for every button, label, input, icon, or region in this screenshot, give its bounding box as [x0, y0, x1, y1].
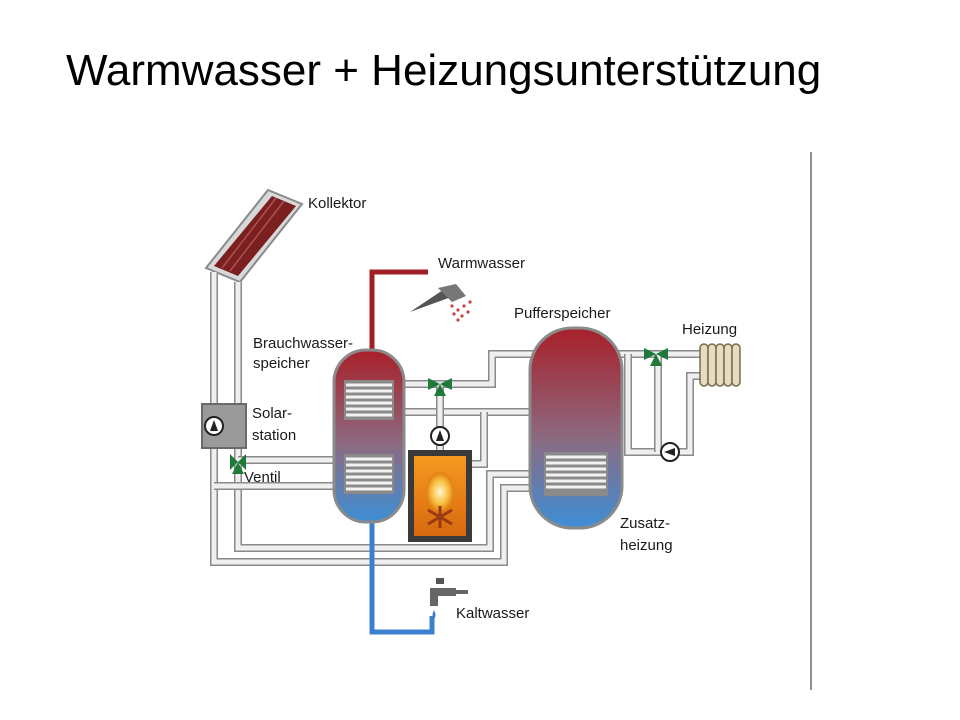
label-ventil: Ventil	[244, 469, 281, 486]
label-brauchwasser-1: Brauchwasser-	[253, 335, 353, 352]
label-solar-2: station	[252, 427, 296, 444]
buffer-tank	[528, 326, 624, 530]
label-heizung: Heizung	[682, 321, 737, 338]
faucet-icon	[430, 578, 468, 619]
pump-icon	[430, 426, 450, 446]
label-brauchwasser-2: speicher	[253, 355, 310, 372]
label-kollektor: Kollektor	[308, 195, 366, 212]
solar-station	[201, 403, 247, 449]
label-zusatz-1: Zusatz-	[620, 515, 670, 532]
valve-icon	[230, 454, 246, 474]
hot-water-pipe	[369, 269, 428, 352]
collector	[204, 188, 304, 284]
slide-title: Warmwasser + Heizungsunterstützung	[66, 46, 822, 95]
pump-icon	[660, 442, 680, 462]
label-zusatz-2: heizung	[620, 537, 673, 554]
lower-coil	[344, 454, 394, 494]
shower-icon	[410, 284, 472, 322]
label-kaltwasser: Kaltwasser	[456, 605, 529, 622]
label-pufferspeicher: Pufferspeicher	[514, 305, 610, 322]
hot-water-tank	[332, 348, 406, 524]
cold-water-pipe	[369, 520, 435, 635]
flame-icon	[426, 472, 454, 512]
label-warmwasser: Warmwasser	[438, 255, 525, 272]
radiator-icon	[699, 343, 741, 387]
valve-icon	[428, 378, 452, 396]
boiler	[408, 450, 472, 542]
valve-icon	[644, 348, 668, 366]
buffer-coil	[544, 452, 608, 496]
label-solar-1: Solar-	[252, 405, 292, 422]
upper-coil	[344, 380, 394, 420]
